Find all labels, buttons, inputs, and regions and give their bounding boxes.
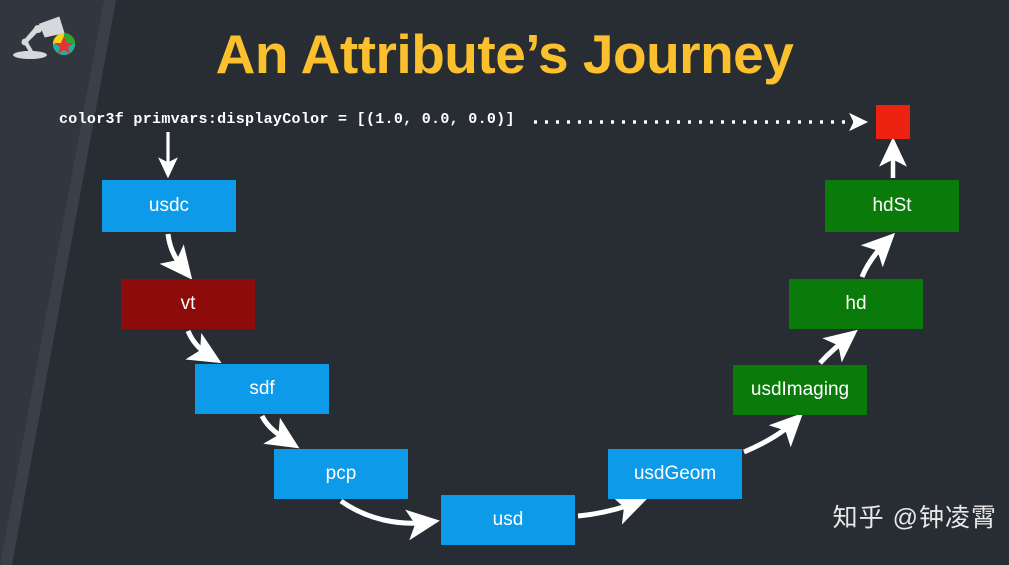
node-pcp[interactable]: pcp	[274, 449, 408, 499]
node-label: sdf	[249, 378, 275, 399]
node-sdf[interactable]: sdf	[195, 364, 329, 414]
node-label: usdGeom	[633, 463, 717, 484]
watermark: 知乎 @钟凌霄	[832, 504, 997, 532]
node-usdc[interactable]: usdc	[102, 180, 236, 232]
attribute-code-line: color3f primvars:displayColor = [(1.0, 0…	[59, 111, 515, 128]
node-label: hdSt	[872, 195, 912, 216]
node-usd[interactable]: usd	[441, 495, 575, 545]
node-usdimaging[interactable]: usdImaging	[733, 365, 867, 415]
node-label: usd	[492, 509, 524, 530]
pixar-lamp-and-ball-logo	[8, 10, 80, 62]
result-color-swatch	[876, 105, 910, 139]
node-vt[interactable]: vt	[121, 279, 255, 329]
node-hd[interactable]: hd	[789, 279, 923, 329]
node-label: usdImaging	[750, 379, 850, 400]
node-label: vt	[180, 293, 196, 314]
node-label: pcp	[325, 463, 357, 484]
node-label: usdc	[148, 195, 190, 216]
page-title: An Attribute’s Journey	[215, 23, 794, 85]
node-usdgeom[interactable]: usdGeom	[608, 449, 742, 499]
node-hdst[interactable]: hdSt	[825, 180, 959, 232]
node-label: hd	[845, 293, 867, 314]
